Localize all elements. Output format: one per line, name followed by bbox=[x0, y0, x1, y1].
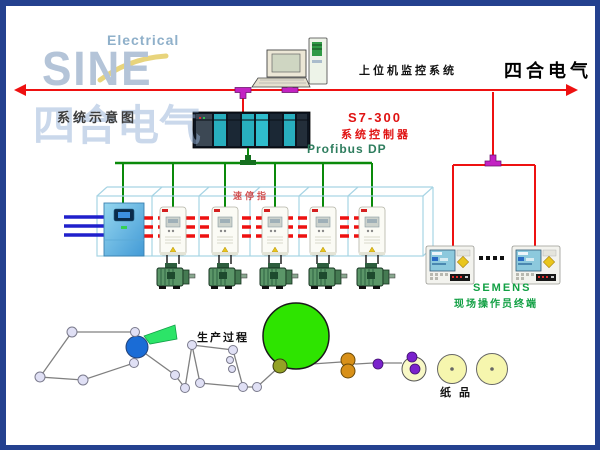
logo-swoosh bbox=[97, 53, 169, 83]
product-label: 纸品 bbox=[440, 387, 478, 399]
guide-roll bbox=[372, 358, 384, 370]
scada-system-label: 上位机监控系统 bbox=[359, 65, 457, 77]
motor-3 bbox=[259, 262, 299, 290]
motor-4 bbox=[308, 262, 348, 290]
supervisory-computer bbox=[251, 37, 328, 88]
cabinet-watermark: 速停指 bbox=[233, 191, 270, 201]
ellipsis-dots bbox=[479, 256, 504, 260]
pulp-flow-arrow bbox=[143, 324, 178, 345]
fieldbus-label: Profibus DP bbox=[307, 142, 387, 156]
incoming-supply-lines bbox=[64, 215, 105, 237]
computer-keyboard-icon bbox=[251, 77, 311, 88]
finished-paper-rolls bbox=[437, 353, 508, 385]
press-roll bbox=[125, 335, 149, 359]
hmi-terminal-label: 现场操作员终端 bbox=[454, 299, 538, 310]
logo-wordmark: SINE bbox=[42, 43, 153, 96]
hmi-panel-2 bbox=[511, 245, 561, 285]
coating-roll bbox=[272, 358, 288, 374]
drive-unit-1 bbox=[159, 206, 187, 256]
motor-2 bbox=[208, 262, 248, 290]
hmi-brand-label: SEMENS bbox=[473, 282, 532, 294]
drive-unit-4 bbox=[309, 206, 337, 256]
drive-units bbox=[159, 206, 386, 256]
process-label: 生产过程 bbox=[197, 332, 249, 344]
logo-watermark-cn: 四合电气 bbox=[33, 102, 202, 149]
plc-name-label: 系统控制器 bbox=[341, 129, 411, 141]
logo-subtitle: Electrical bbox=[107, 32, 180, 48]
drive-unit-5 bbox=[358, 206, 386, 256]
computer-monitor-icon bbox=[266, 49, 307, 78]
tap-connector-hmi bbox=[484, 154, 502, 167]
reel bbox=[401, 351, 427, 382]
hmi-terminals bbox=[425, 245, 561, 285]
plc-rack-s7-300 bbox=[192, 111, 311, 149]
plc-model-label: S7-300 bbox=[348, 110, 402, 125]
motors bbox=[156, 262, 396, 290]
hmi-panel-1 bbox=[425, 245, 475, 285]
motor-cables bbox=[166, 255, 379, 264]
rectifier-supply-unit bbox=[103, 202, 145, 257]
motor-1 bbox=[156, 262, 196, 290]
calender-rolls bbox=[340, 352, 356, 379]
profibus-tap-connector bbox=[240, 155, 256, 165]
web-rollers bbox=[34, 326, 262, 393]
drive-unit-3 bbox=[261, 206, 289, 256]
company-name: 四合电气 bbox=[504, 61, 592, 81]
computer-tower-icon bbox=[308, 37, 328, 85]
motor-5 bbox=[356, 262, 396, 290]
dryer-cylinder bbox=[262, 302, 330, 370]
tap-connector-plc bbox=[234, 87, 252, 99]
drive-unit-2 bbox=[211, 206, 239, 256]
schematic-caption: 系统示意图 bbox=[57, 110, 138, 125]
production-process-diagram bbox=[34, 302, 508, 393]
